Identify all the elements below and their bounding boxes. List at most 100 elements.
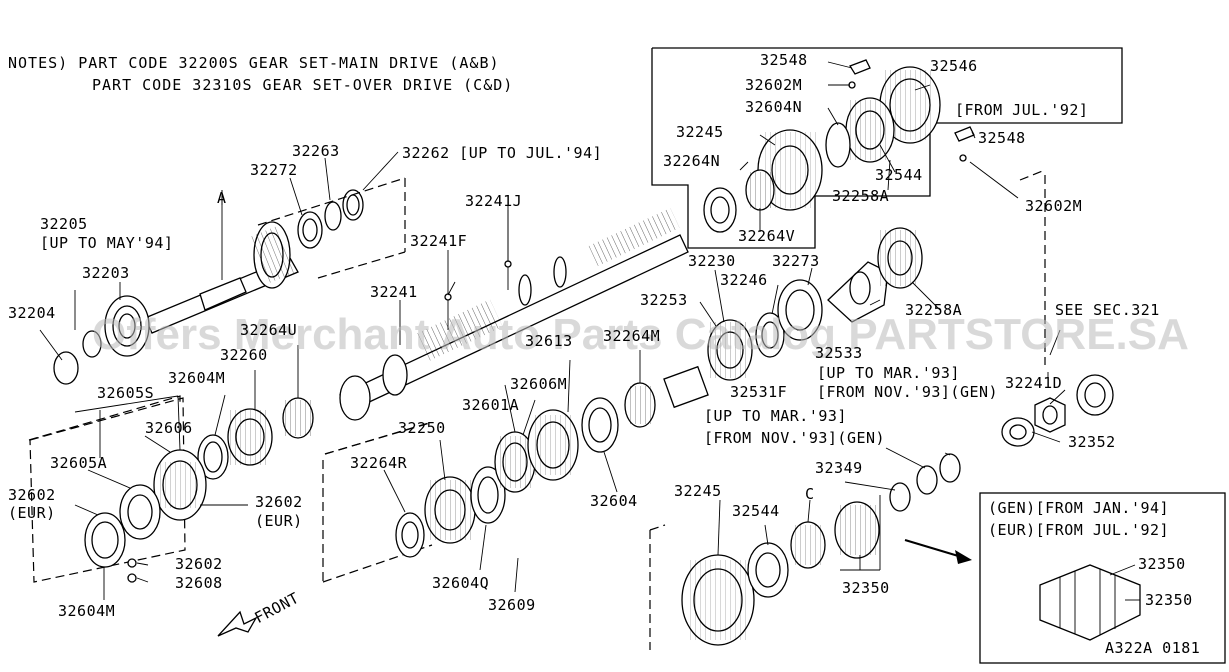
spring-32602m-b bbox=[959, 154, 967, 162]
dash-mid-bottom bbox=[322, 544, 433, 583]
bearing-32272 bbox=[297, 211, 323, 249]
figure-code: A322A 0181 bbox=[1105, 639, 1201, 657]
label-32548-b: 32548 bbox=[978, 129, 1026, 147]
label-32350-bottom: 32350 bbox=[842, 579, 890, 597]
key-32548-a bbox=[849, 59, 871, 75]
main-drive-shaft bbox=[144, 190, 299, 334]
ring-32349-c bbox=[889, 482, 911, 512]
label-32253: 32253 bbox=[640, 291, 688, 309]
sleeve-32253 bbox=[663, 365, 709, 409]
label-32544-top: 32544 bbox=[875, 166, 923, 184]
label-32204: 32204 bbox=[8, 304, 56, 322]
gear-32260 bbox=[227, 408, 273, 466]
label-32262: 32262 [UP TO JUL.'94] bbox=[402, 144, 603, 162]
bearing-32350-bottom bbox=[834, 501, 880, 559]
label-32352: 32352 bbox=[1068, 433, 1116, 451]
label-32264n: 32264N bbox=[663, 152, 721, 170]
label-eur-left: (EUR) bbox=[8, 504, 56, 522]
gear-32230 bbox=[707, 319, 753, 381]
label-32602m-right: 32602M bbox=[1025, 197, 1083, 215]
dash-left-box bbox=[29, 397, 186, 583]
note-line-1: NOTES) PART CODE 32200S GEAR SET-MAIN DR… bbox=[8, 54, 500, 72]
key-32548-b bbox=[954, 126, 975, 142]
callout-c: C bbox=[805, 485, 815, 503]
label-from-jul92-top: [FROM JUL.'92] bbox=[955, 101, 1089, 119]
label-32609: 32609 bbox=[488, 596, 536, 614]
label-eur-from-jul92: (EUR)[FROM JUL.'92] bbox=[988, 521, 1170, 539]
label-32260: 32260 bbox=[220, 346, 268, 364]
washer-32246 bbox=[755, 312, 785, 358]
label-32272: 32272 bbox=[250, 161, 298, 179]
label-32350-box-b: 32350 bbox=[1145, 591, 1193, 609]
direction-arrow bbox=[904, 539, 972, 564]
label-32604m-b: 32604M bbox=[58, 602, 116, 620]
ring-32604m-b bbox=[84, 512, 126, 568]
label-32241f: 32241F bbox=[410, 232, 468, 250]
label-gen-from-jan94: (GEN)[FROM JAN.'94] bbox=[988, 499, 1170, 517]
label-see-sec: SEE SEC.321 bbox=[1055, 301, 1160, 319]
label-32245-top: 32245 bbox=[676, 123, 724, 141]
label-32273: 32273 bbox=[772, 252, 820, 270]
label-32608: 32608 bbox=[175, 574, 223, 592]
dash-right-b bbox=[1019, 169, 1046, 181]
bearing-32264r bbox=[395, 512, 425, 558]
needle-bearing-32350-box bbox=[1039, 564, 1141, 641]
bearing-32533 bbox=[777, 279, 823, 341]
label-32544-bottom: 32544 bbox=[732, 502, 780, 520]
label-32604: 32604 bbox=[590, 492, 638, 510]
label-32241d: 32241D bbox=[1005, 374, 1063, 392]
ring-32263 bbox=[324, 201, 342, 231]
label-32601a: 32601A bbox=[462, 396, 520, 414]
ring-32349-b bbox=[916, 465, 938, 495]
label-up-to-mar93-b: [UP TO MAR.'93] bbox=[704, 407, 847, 425]
sleeve-32601a bbox=[494, 431, 536, 493]
bearing-32544-bottom bbox=[747, 542, 789, 598]
bearing-32264u bbox=[282, 397, 314, 439]
front-arrow bbox=[217, 610, 258, 637]
label-32264m: 32264M bbox=[603, 327, 661, 345]
label-32602: 32602 bbox=[175, 555, 223, 573]
label-32241j: 32241J bbox=[465, 192, 523, 210]
ring-32604q bbox=[470, 466, 506, 524]
label-32602-eur-right: 32602 bbox=[255, 493, 303, 511]
bearing-32264m bbox=[624, 382, 656, 428]
ring-32604n bbox=[825, 122, 851, 168]
label-32350-box-a: 32350 bbox=[1138, 555, 1186, 573]
label-32548-a: 32548 bbox=[760, 51, 808, 69]
ring-32349 bbox=[939, 453, 961, 483]
label-32605s: 32605S bbox=[97, 384, 155, 402]
hub-32606 bbox=[153, 449, 207, 521]
washer-32205 bbox=[82, 330, 102, 358]
dash-top-c bbox=[317, 251, 406, 279]
label-32205: 32205 bbox=[40, 215, 88, 233]
label-32250: 32250 bbox=[398, 419, 446, 437]
label-eur-right: (EUR) bbox=[255, 512, 303, 530]
label-32605a: 32605A bbox=[50, 454, 108, 472]
dash-mid-top bbox=[324, 421, 433, 455]
bearing-32264v bbox=[745, 169, 775, 211]
label-32604q: 32604Q bbox=[432, 574, 490, 592]
label-32604m-a: 32604M bbox=[168, 369, 226, 387]
label-32203: 32203 bbox=[82, 264, 130, 282]
nut-32241d bbox=[1034, 397, 1066, 433]
label-up-to-mar93-a: [UP TO MAR.'93] bbox=[817, 364, 960, 382]
insert-32608 bbox=[127, 573, 137, 583]
label-32606: 32606 bbox=[145, 419, 193, 437]
ring-32262 bbox=[342, 189, 364, 221]
label-32613: 32613 bbox=[525, 332, 573, 350]
ring-32604 bbox=[581, 397, 619, 453]
label-32245-bottom: 32245 bbox=[674, 482, 722, 500]
sleeve-32605a bbox=[119, 484, 161, 540]
spring-32602 bbox=[127, 558, 137, 568]
gear-32250 bbox=[424, 476, 476, 544]
hub-32606m bbox=[527, 409, 579, 481]
label-32264u: 32264U bbox=[240, 321, 298, 339]
label-32258a-mid: 32258A bbox=[905, 301, 963, 319]
callout-a: A bbox=[217, 189, 227, 207]
main-shaft-32241 bbox=[339, 205, 689, 421]
label-32533: 32533 bbox=[815, 344, 863, 362]
snap-ring-32204 bbox=[53, 351, 79, 385]
label-from-nov93-a: [FROM NOV.'93](GEN) bbox=[817, 383, 999, 401]
